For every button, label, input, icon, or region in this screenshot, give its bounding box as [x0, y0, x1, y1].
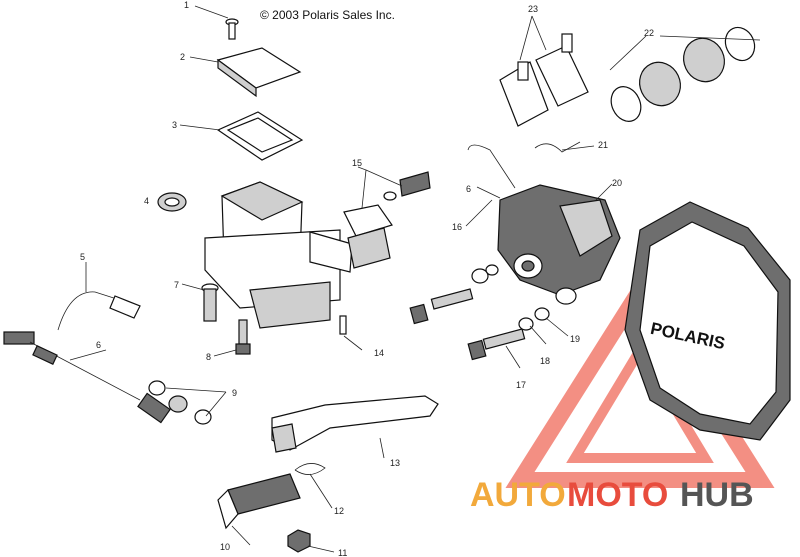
callout-16: 16 — [452, 222, 462, 232]
copyright-text: © 2003 Polaris Sales Inc. — [260, 8, 395, 22]
callout-15: 15 — [352, 158, 362, 168]
callout-23: 23 — [528, 4, 538, 14]
part-reservoir-cover — [216, 47, 302, 98]
part-bolt-8 — [235, 319, 251, 355]
watermark-text: AUTO MOTO HUB — [470, 476, 754, 514]
part-nut — [287, 529, 311, 553]
callout-21: 21 — [598, 140, 608, 150]
callout-6b: 6 — [466, 184, 471, 194]
part-bolts-right — [409, 264, 550, 361]
part-brake-line — [3, 331, 171, 424]
part-clamp — [343, 171, 431, 269]
part-crush-washers — [148, 380, 212, 425]
part-pin-14 — [339, 315, 347, 335]
callout-20: 20 — [612, 178, 622, 188]
callout-12: 12 — [334, 506, 344, 516]
part-brake-pads — [499, 33, 589, 127]
part-pistons-seals — [610, 26, 756, 122]
part-caliper — [467, 144, 621, 305]
callout-3: 3 — [172, 120, 177, 130]
part-pivot-pin — [201, 283, 219, 322]
watermark-auto: AUTO — [470, 476, 566, 514]
part-gasket — [216, 111, 304, 161]
callout-19: 19 — [570, 334, 580, 344]
part-drive-cover: POLARIS — [624, 201, 791, 441]
part-master-cylinder — [204, 181, 353, 329]
callout-22: 22 — [644, 28, 654, 38]
callout-labels: 1 2 3 4 5 6 7 8 9 10 11 12 13 14 15 16 1… — [80, 0, 654, 557]
callout-9: 9 — [232, 388, 237, 398]
callout-13: 13 — [390, 458, 400, 468]
callout-17: 17 — [516, 380, 526, 390]
callout-8: 8 — [206, 352, 211, 362]
callout-11: 11 — [338, 548, 347, 557]
part-lever-bracket — [217, 473, 301, 530]
part-screw-1 — [225, 18, 239, 40]
watermark-hub: HUB — [680, 476, 754, 514]
part-spring — [294, 463, 326, 475]
callout-18: 18 — [540, 356, 550, 366]
part-pad-pin — [534, 141, 581, 153]
callout-6: 6 — [96, 340, 101, 350]
callout-14: 14 — [374, 348, 384, 358]
callout-10: 10 — [220, 542, 230, 552]
callout-4: 4 — [144, 196, 149, 206]
part-washer — [157, 192, 187, 212]
callout-7: 7 — [174, 280, 179, 290]
callout-1: 1 — [184, 0, 189, 10]
leader-lines — [69, 5, 761, 553]
callout-2: 2 — [180, 52, 185, 62]
part-brake-lever — [271, 395, 439, 453]
watermark-moto: MOTO — [567, 476, 668, 514]
callout-5: 5 — [80, 252, 85, 262]
part-brake-switch — [57, 291, 141, 331]
